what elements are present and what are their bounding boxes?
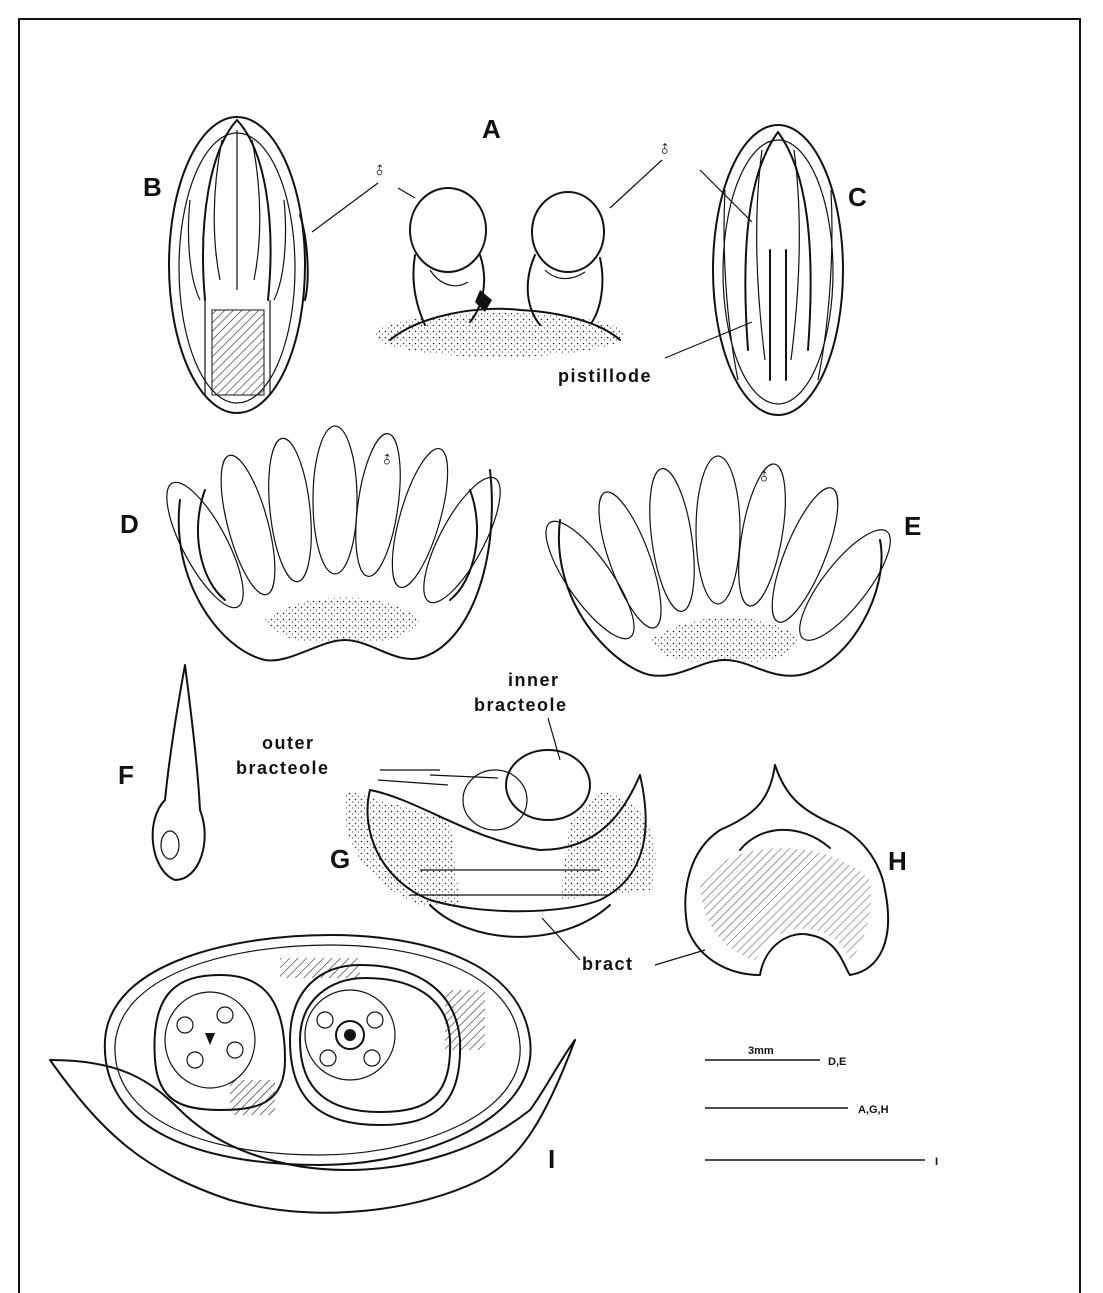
- scale-bar-1-applies: D,E: [828, 1056, 846, 1068]
- scale-bars: 3mm D,E A,G,H I: [705, 1045, 938, 1168]
- male-symbol-b: ♂: [367, 157, 393, 183]
- panel-label-c: C: [848, 182, 867, 212]
- figure-a-stamens: [375, 188, 625, 357]
- figure-f-bracteole: [153, 665, 205, 880]
- figure-i-cross-section: [50, 935, 575, 1213]
- panel-label-e: E: [904, 511, 921, 541]
- label-pistillode: pistillode: [558, 366, 652, 386]
- panel-label-f: F: [118, 760, 134, 790]
- label-inner-bracteole-1: inner: [508, 670, 560, 690]
- figure-h-bract: [685, 765, 888, 975]
- scale-bar-3-applies: I: [935, 1156, 938, 1168]
- panel-label-b: B: [143, 172, 162, 202]
- panel-label-g: G: [330, 844, 350, 874]
- label-bract: bract: [582, 954, 634, 974]
- panel-label-i: I: [548, 1144, 555, 1174]
- figure-c-male-flower: [713, 125, 843, 415]
- male-symbol-a: ♂: [652, 136, 678, 162]
- scale-bar-2-applies: A,G,H: [858, 1104, 889, 1116]
- panel-label-a: A: [482, 114, 501, 144]
- label-outer-bracteole-2: bracteole: [236, 758, 330, 778]
- figure-b-male-flower: [169, 117, 308, 413]
- figure-g-bracteoles: [344, 750, 655, 937]
- label-outer-bracteole-1: outer: [262, 733, 315, 753]
- figure-e-opened-flower: [532, 456, 904, 676]
- figure-d-opened-flower: [153, 426, 515, 660]
- label-inner-bracteole-2: bracteole: [474, 695, 568, 715]
- scale-bar-1-label: 3mm: [748, 1045, 774, 1057]
- panel-label-d: D: [120, 509, 139, 539]
- panel-label-h: H: [888, 846, 907, 876]
- male-symbol-d: ♂: [374, 446, 400, 472]
